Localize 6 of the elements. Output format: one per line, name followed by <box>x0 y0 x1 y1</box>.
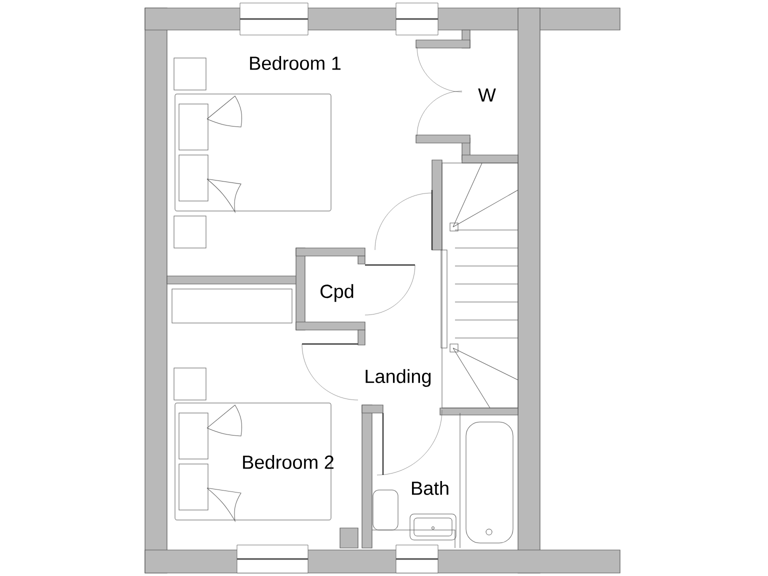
room-label: Bath <box>412 481 448 495</box>
room-label: Bedroom 1 <box>250 56 340 70</box>
room-label: W <box>478 88 496 102</box>
room-label: Cpd <box>320 284 354 302</box>
room-label: Bedroom 2 <box>243 455 334 469</box>
room-label: Landing <box>366 369 431 387</box>
